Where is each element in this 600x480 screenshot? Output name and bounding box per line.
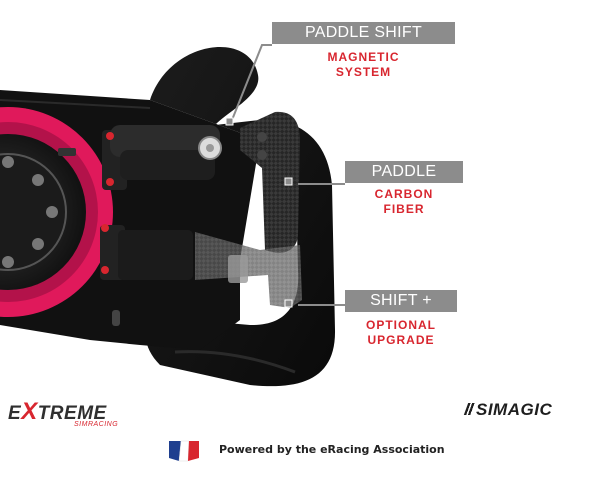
callout-paddle-shift-sub: MAGNETIC SYSTEM — [327, 50, 400, 79]
logo-letter-e: E — [8, 403, 22, 424]
simagic-wordmark: SIMAGIC — [476, 400, 553, 419]
simagic-logo: SIMAGIC — [463, 400, 553, 420]
callout-shift-plus-label: SHIFT + — [345, 290, 457, 312]
simagic-mark-icon — [463, 403, 477, 415]
callout-paddle-sub: CARBON FIBER — [374, 187, 434, 216]
callout-paddle-shift-label: PADDLE SHIFT — [272, 22, 455, 44]
logo-word-rest: TREME — [37, 403, 107, 424]
association-flag-icon — [169, 440, 199, 462]
extreme-simracing-logo: EXTREME SIMRACING — [8, 398, 138, 438]
callout-shift-plus-sub: OPTIONAL UPGRADE — [366, 318, 436, 347]
carbon-paddle — [240, 111, 300, 253]
logo-subtext: SIMRACING — [74, 421, 119, 428]
logo-letter-x: X — [21, 398, 38, 425]
footer: Powered by the eRacing Association — [165, 438, 465, 464]
shift-plus-paddle — [195, 232, 302, 308]
callout-paddle-label: PADDLE — [345, 161, 463, 183]
footer-text: Powered by the eRacing Association — [219, 443, 445, 456]
